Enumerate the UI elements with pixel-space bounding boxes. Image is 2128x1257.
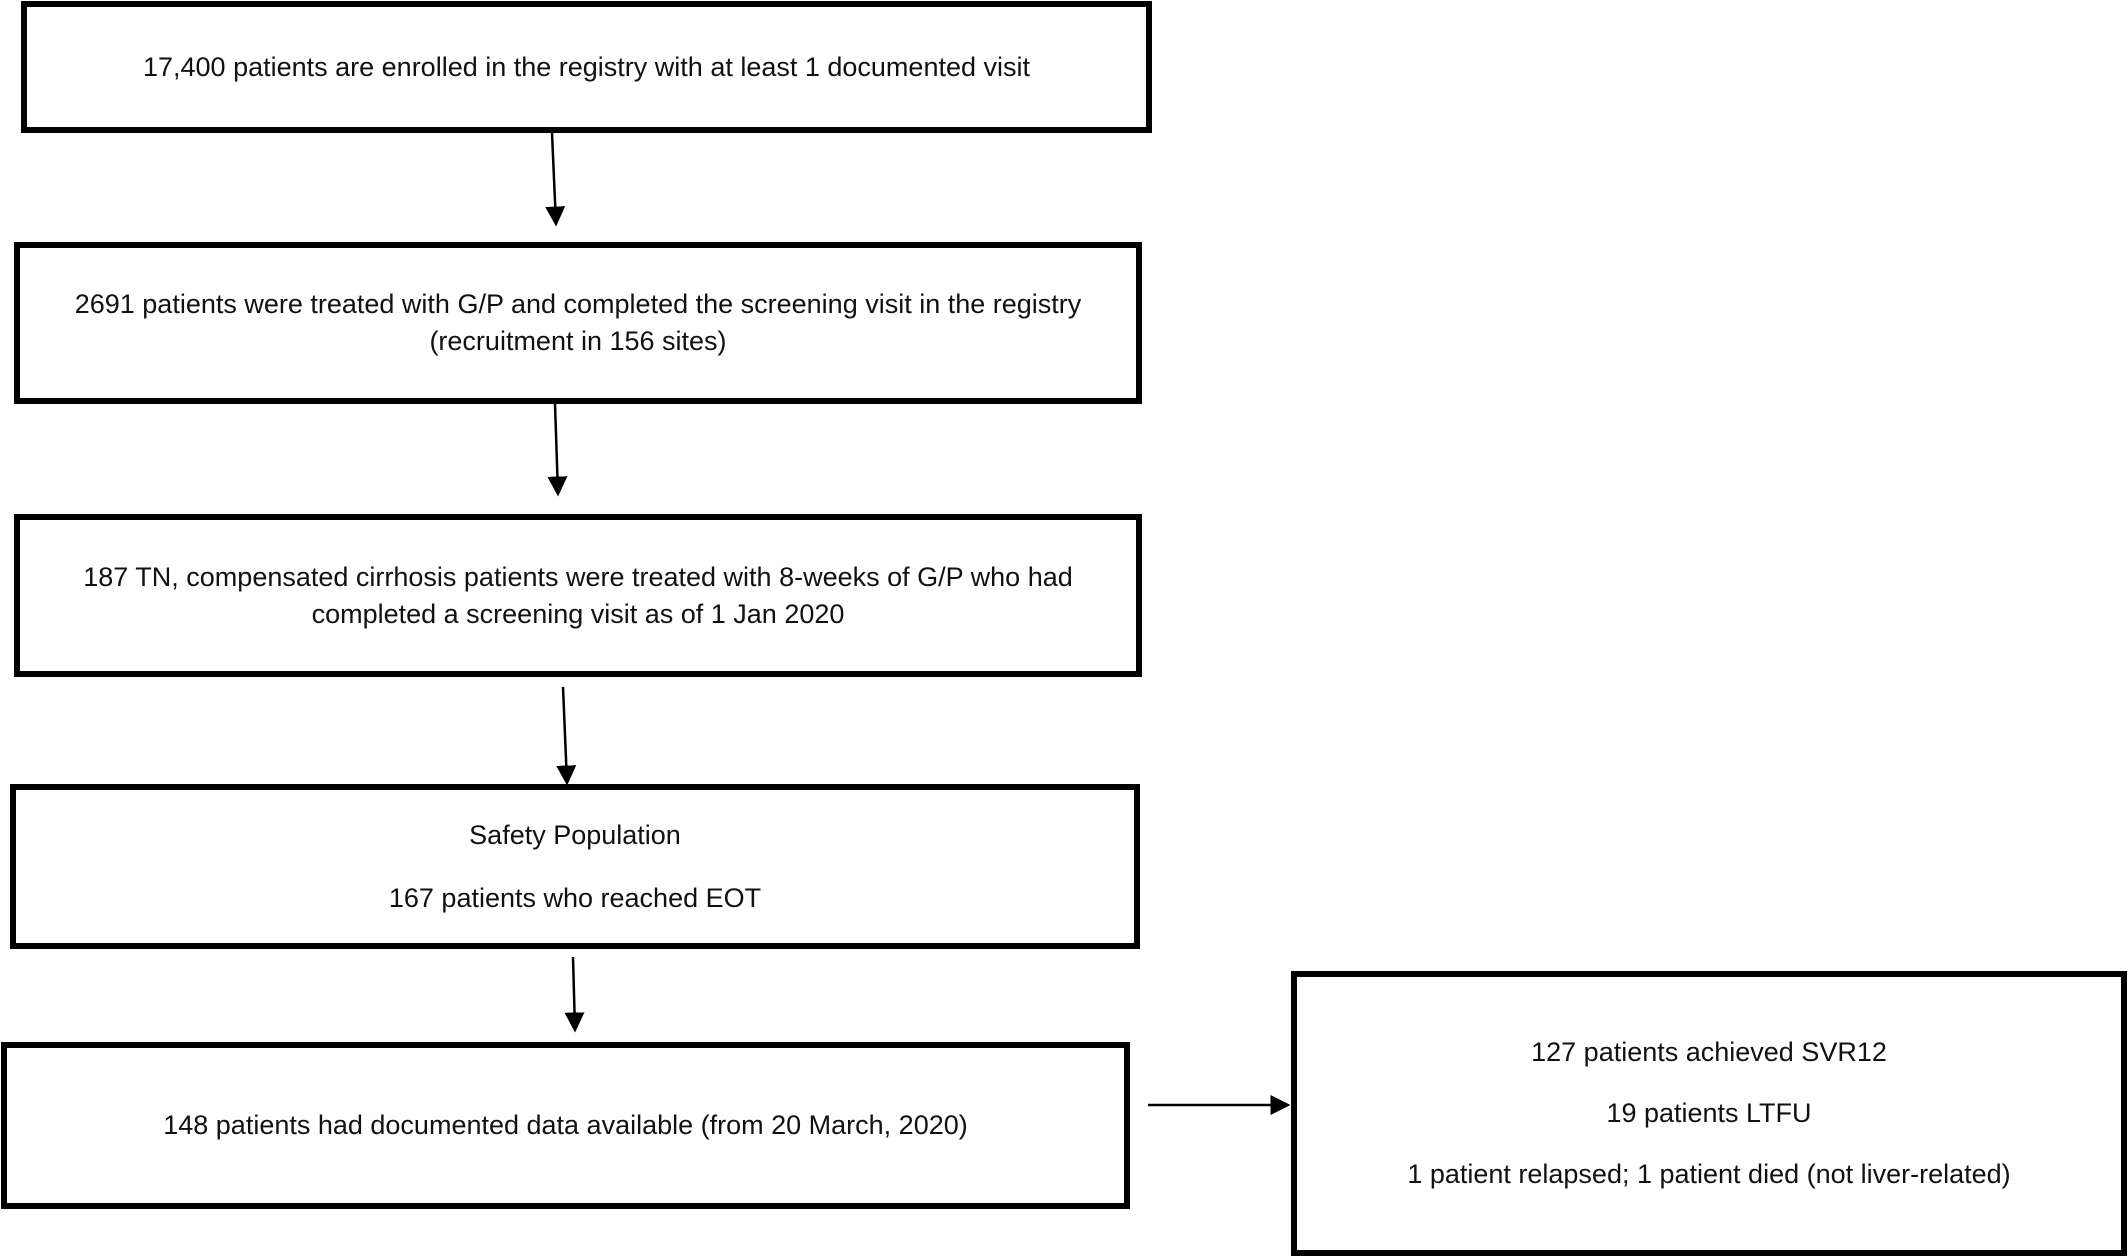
enrolled-box: 17,400 patients are enrolled in the regi… xyxy=(21,1,1152,133)
outcome-svr12: 127 patients achieved SVR12 xyxy=(1531,1037,1887,1067)
arrow-treated-to-cirrhosis xyxy=(547,403,568,497)
safety-population-box: Safety Population 167 patients who reach… xyxy=(10,784,1140,949)
safety-population-title: Safety Population xyxy=(469,819,681,850)
arrow-cirrhosis-to-safety xyxy=(556,686,577,786)
outcomes-box: 127 patients achieved SVR12 19 patients … xyxy=(1291,971,2127,1256)
safety-population-text: 167 patients who reached EOT xyxy=(388,882,762,913)
cirrhosis-box: 187 TN, compensated cirrhosis patients w… xyxy=(14,514,1142,677)
cirrhosis-text-line1: 187 TN, compensated cirrhosis patients w… xyxy=(83,561,1073,592)
documented-data-text: 148 patients had documented data availab… xyxy=(163,1110,968,1140)
outcome-relapsed-died: 1 patient relapsed; 1 patient died (not … xyxy=(1407,1159,2011,1189)
outcome-ltfu: 19 patients LTFU xyxy=(1606,1098,1812,1128)
treated-text-line2: (recruitment in 156 sites) xyxy=(429,326,727,356)
enrolled-text: 17,400 patients are enrolled in the regi… xyxy=(142,51,1030,82)
arrow-enrolled-to-treated xyxy=(545,132,566,227)
treated-box: 2691 patients were treated with G/P and … xyxy=(14,242,1142,404)
arrow-safety-to-documented xyxy=(564,956,585,1033)
cirrhosis-text-line2: completed a screening visit as of 1 Jan … xyxy=(311,598,845,629)
documented-data-box: 148 patients had documented data availab… xyxy=(1,1042,1130,1209)
treated-text-line1: 2691 patients were treated with G/P and … xyxy=(74,289,1082,319)
